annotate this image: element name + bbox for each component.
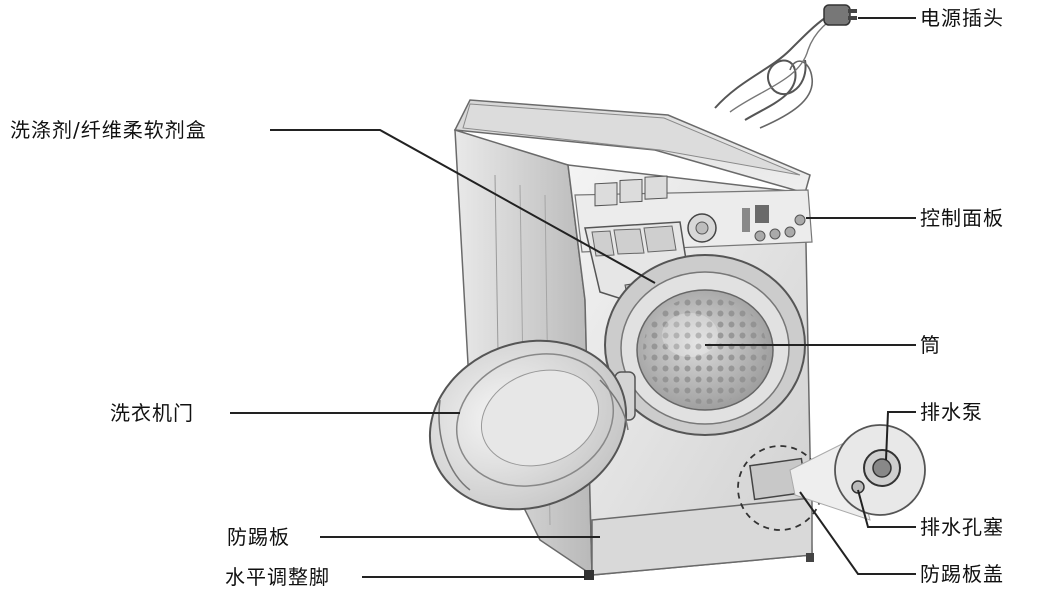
label-drum: 筒 bbox=[920, 333, 941, 357]
label-drain-pump: 排水泵 bbox=[920, 400, 983, 424]
label-power-plug: 电源插头 bbox=[920, 6, 1004, 30]
label-door: 洗衣机门 bbox=[110, 401, 194, 425]
power-plug bbox=[824, 5, 857, 25]
label-kick-plate-cover: 防踢板盖 bbox=[920, 562, 1004, 586]
label-kick-plate: 防踢板 bbox=[227, 525, 290, 549]
label-drain-plug: 排水孔塞 bbox=[920, 515, 1004, 539]
label-control-panel: 控制面板 bbox=[920, 206, 1004, 230]
label-detergent-box: 洗涤剂/纤维柔软剂盒 bbox=[10, 118, 207, 142]
leveling-foot bbox=[584, 570, 594, 580]
power-cord bbox=[715, 14, 840, 128]
label-leveling-foot: 水平调整脚 bbox=[225, 565, 330, 589]
